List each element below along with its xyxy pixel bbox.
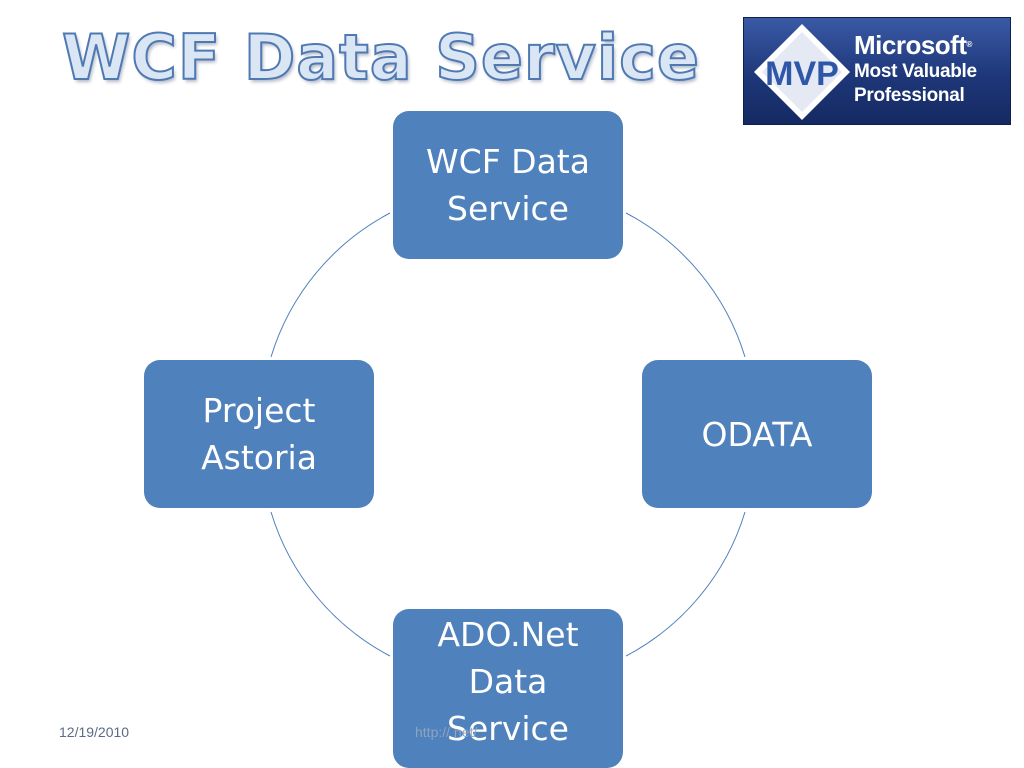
mvp-logo-text: Microsoft® Most Valuable Professional [854, 30, 1010, 108]
mvp-line-professional: Professional [854, 85, 965, 106]
registered-mark: ® [966, 40, 973, 49]
cycle-node-wcf-data-service: WCF Data Service [393, 111, 623, 259]
footer-date: 12/19/2010 [59, 724, 130, 740]
ring-arc-top-left [270, 212, 391, 358]
mvp-badge-text: MVP [765, 55, 839, 93]
mvp-line-most-valuable: Most Valuable [854, 61, 977, 82]
slide-title: WCF Data Service [61, 20, 700, 95]
footer-url[interactable]: http:// net/ [415, 724, 478, 740]
ring-arc-bottom-left [270, 511, 391, 657]
ring-arc-top-right [625, 212, 746, 358]
mvp-diamond-icon: MVP [754, 24, 850, 120]
ring-arc-bottom-right [625, 511, 746, 657]
mvp-logo: MVP Microsoft® Most Valuable Professiona… [743, 17, 1011, 125]
mvp-line-microsoft: Microsoft® [854, 30, 973, 60]
cycle-node-odata: ODATA [642, 360, 872, 508]
cycle-node-label: Project Astoria [201, 391, 317, 477]
cycle-node-label: ODATA [701, 414, 813, 454]
cycle-node-project-astoria: Project Astoria [144, 360, 374, 508]
cycle-node-label: WCF Data Service [426, 142, 590, 228]
cycle-node-label: ADO.Net Data Service [437, 615, 579, 748]
cycle-node-ado-net-data-service: ADO.Net Data Service [393, 609, 623, 768]
